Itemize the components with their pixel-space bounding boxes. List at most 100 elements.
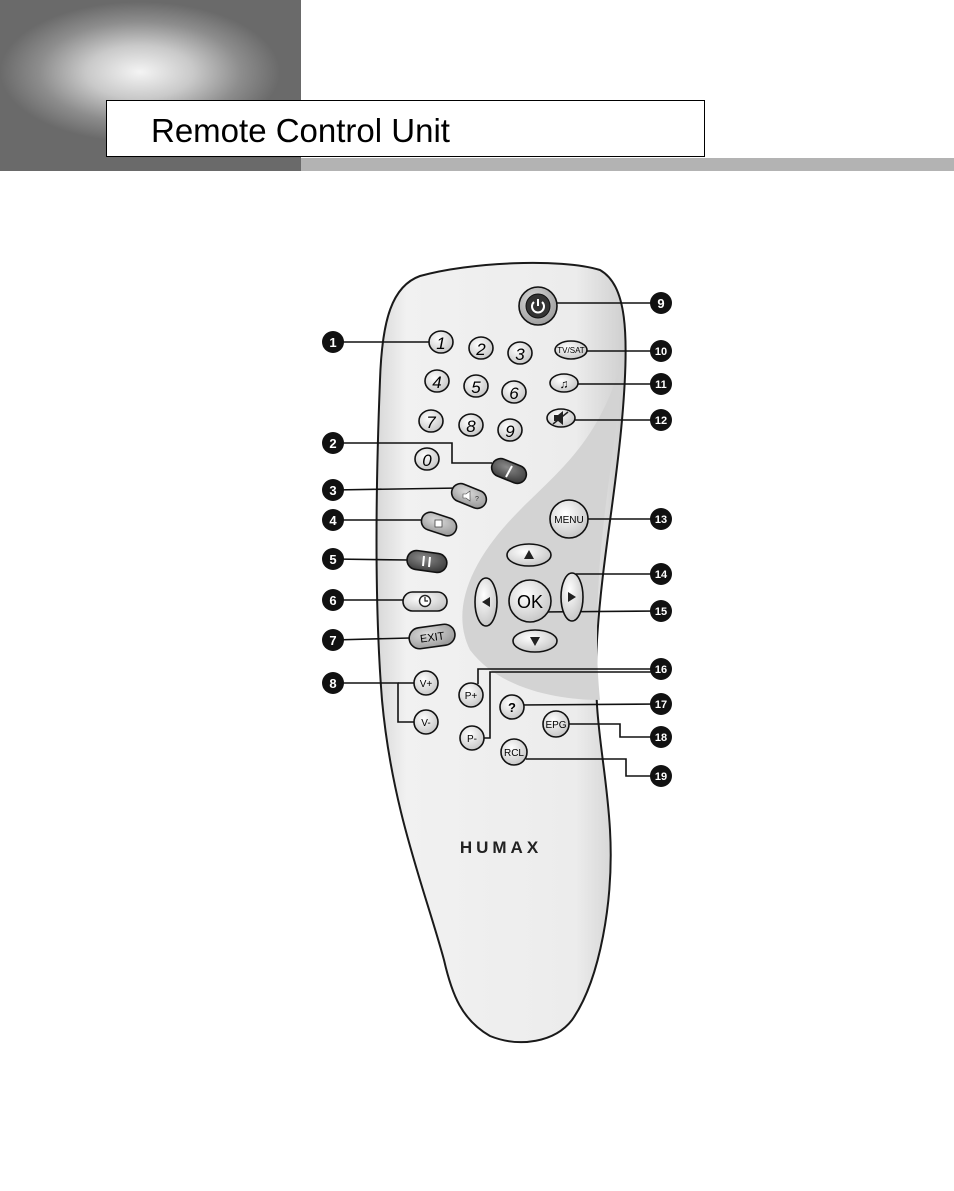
key-1[interactable]: 1 [428, 330, 454, 354]
key-5[interactable]: 5 [463, 374, 489, 398]
pplus-button[interactable]: P+ [458, 682, 484, 708]
callout-15: 15 [650, 600, 672, 622]
callout-7: 7 [322, 629, 344, 651]
callout-8: 8 [322, 672, 344, 694]
title-box: Remote Control Unit [106, 100, 705, 157]
arrow-up-icon [524, 550, 534, 559]
audio-button[interactable]: ? [449, 481, 489, 511]
music-button[interactable]: ♫ [549, 373, 579, 393]
key-3-label: 3 [515, 345, 525, 364]
key-4[interactable]: 4 [424, 369, 450, 393]
callout-15-label: 15 [655, 606, 667, 618]
exit-button[interactable]: EXIT [408, 623, 456, 650]
arrow-down-icon [530, 637, 540, 646]
epg-label: EPG [545, 720, 566, 731]
callout-11: 11 [650, 373, 672, 395]
left-button[interactable] [474, 577, 498, 627]
tvsat-label: TV/SAT [557, 346, 585, 355]
callout-9-label: 9 [657, 296, 664, 311]
tvsat-button[interactable]: TV/SAT [554, 340, 588, 360]
callout-19: 19 [650, 765, 672, 787]
info-button[interactable]: ? [499, 694, 525, 720]
page-title: Remote Control Unit [151, 112, 450, 149]
callout-16: 16 [650, 658, 672, 680]
callout-1-label: 1 [329, 335, 336, 350]
mute-button[interactable] [546, 408, 576, 428]
pause-icon [422, 555, 431, 568]
callout-14: 14 [650, 563, 672, 585]
number-keys: 1 2 3 4 5 6 7 8 9 0 [414, 330, 533, 471]
svg-text:?: ? [475, 496, 479, 503]
arrow-right-icon [568, 592, 576, 602]
callout-13: 13 [650, 508, 672, 530]
up-button[interactable] [506, 543, 552, 567]
leader-17 [519, 703, 661, 706]
key-0-label: 0 [422, 451, 432, 470]
timer-button[interactable] [402, 591, 448, 612]
ok-button[interactable]: OK [508, 579, 552, 623]
menu-button[interactable]: MENU [549, 499, 589, 539]
header-rule [301, 158, 954, 171]
callout-11-label: 11 [655, 379, 667, 391]
callout-12-label: 12 [655, 415, 667, 427]
callout-10: 10 [650, 340, 672, 362]
leader-5 [332, 558, 409, 561]
key-9[interactable]: 9 [497, 418, 523, 442]
key-2-label: 2 [475, 340, 486, 359]
key-8-label: 8 [466, 417, 476, 436]
callout-7-label: 7 [329, 633, 336, 648]
callout-14-label: 14 [655, 569, 668, 581]
slash-button[interactable] [489, 456, 529, 486]
key-8[interactable]: 8 [458, 413, 484, 437]
callout-6: 6 [322, 589, 344, 611]
arrow-left-icon [482, 597, 490, 607]
key-7[interactable]: 7 [418, 409, 444, 433]
vplus-button[interactable]: V+ [413, 670, 439, 696]
key-9-label: 9 [505, 422, 515, 441]
callout-8-label: 8 [329, 676, 336, 691]
stop-button[interactable] [419, 510, 459, 538]
callout-12: 12 [650, 409, 672, 431]
callout-2: 2 [322, 432, 344, 454]
key-1-label: 1 [436, 334, 445, 353]
info-label: ? [508, 700, 516, 715]
key-6[interactable]: 6 [501, 380, 527, 404]
brand-logo: HUMAX [460, 838, 542, 857]
callout-13-label: 13 [655, 514, 667, 526]
key-6-label: 6 [509, 384, 519, 403]
key-2[interactable]: 2 [468, 336, 494, 360]
key-4-label: 4 [432, 373, 441, 392]
callout-3-label: 3 [329, 483, 336, 498]
key-7-label: 7 [426, 413, 436, 432]
rcl-button[interactable]: RCL [500, 738, 528, 766]
mute-icon [552, 411, 569, 425]
callout-1: 1 [322, 331, 344, 353]
callout-2-label: 2 [329, 436, 336, 451]
key-3[interactable]: 3 [507, 341, 533, 365]
callout-3: 3 [322, 479, 344, 501]
leader-8 [333, 682, 416, 723]
callout-16-label: 16 [655, 664, 667, 676]
exit-label: EXIT [419, 630, 445, 645]
pause-button[interactable] [406, 549, 448, 574]
leader-16 [477, 668, 660, 684]
nav-pad: OK [474, 543, 584, 653]
key-0[interactable]: 0 [414, 447, 440, 471]
leader-19 [526, 758, 660, 777]
callout-18: 18 [650, 726, 672, 748]
callout-17-label: 17 [655, 699, 667, 711]
right-button[interactable] [560, 572, 584, 622]
pminus-button[interactable]: P- [459, 725, 485, 751]
vminus-label: V- [421, 718, 430, 729]
pplus-label: P+ [465, 691, 478, 702]
pminus-label: P- [467, 734, 477, 745]
vminus-button[interactable]: V- [413, 709, 439, 735]
callout-4: 4 [322, 509, 344, 531]
leader-15 [539, 610, 661, 613]
ok-label: OK [517, 592, 543, 612]
epg-button[interactable]: EPG [542, 710, 570, 738]
stop-icon [434, 519, 443, 528]
down-button[interactable] [512, 629, 558, 653]
power-button[interactable] [518, 286, 558, 326]
